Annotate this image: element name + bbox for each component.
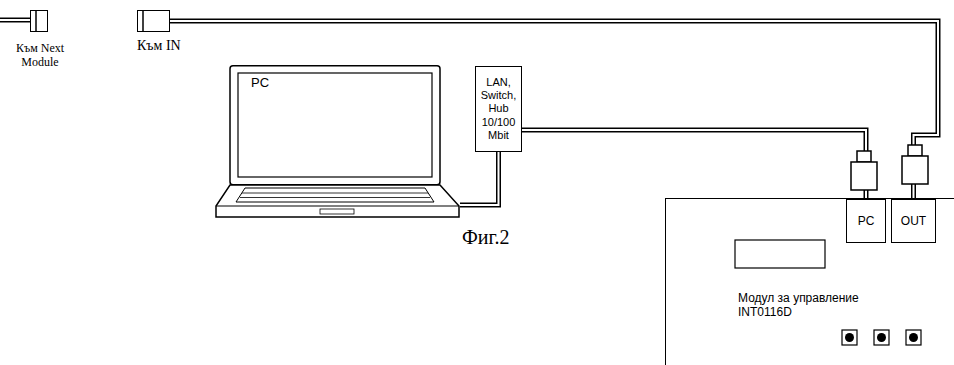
plug-strain-relief — [857, 151, 871, 162]
cable-outline — [522, 130, 866, 199]
button-dot — [877, 333, 886, 342]
port-box: PC — [846, 199, 886, 243]
display-window — [735, 240, 825, 268]
button-dot — [909, 333, 918, 342]
keyboard-row — [242, 193, 428, 194]
cable-inner — [460, 152, 499, 205]
figure-caption: Фиг.2 — [462, 226, 509, 249]
button — [906, 330, 921, 345]
keyboard-row — [240, 197, 430, 198]
button — [874, 330, 889, 345]
laptop-screen — [238, 73, 432, 177]
cable-outline — [170, 21, 938, 199]
port-label: PC — [858, 214, 875, 228]
touchpad — [320, 209, 354, 214]
cable — [522, 130, 866, 199]
connector-plug: Към Next Module — [30, 10, 48, 32]
port-box: OUT — [891, 199, 936, 243]
button-dot — [845, 333, 854, 342]
cable-inner — [522, 130, 866, 199]
node-label: Модул за управление INT0116D — [738, 291, 873, 320]
cable-outline — [0, 18, 30, 23]
laptop: PC — [215, 65, 460, 218]
cable — [460, 152, 499, 205]
port-label: OUT — [901, 214, 926, 228]
node-label: LAN, Switch, Hub 10/100 Mbit — [478, 76, 519, 142]
connector-label: Към Next Module — [10, 41, 70, 70]
cable-inner — [0, 19, 30, 21]
plug-detail — [142, 10, 144, 32]
network-switch-box: LAN, Switch, Hub 10/100 Mbit — [475, 66, 522, 152]
button — [842, 330, 857, 345]
node-label: PC — [251, 75, 311, 91]
connector-plug: Към IN — [137, 10, 170, 32]
cable-outline — [460, 152, 499, 205]
control-module-board: PC OUT Модул за управление INT0116D — [665, 198, 954, 365]
laptop-lid — [230, 66, 440, 185]
cable — [170, 21, 938, 199]
laptop-edge — [216, 205, 459, 206]
keyboard — [236, 188, 434, 202]
laptop-base — [216, 185, 459, 217]
plug-body — [851, 162, 877, 190]
cable-inner — [170, 21, 938, 199]
connector-label: Към IN — [137, 38, 197, 55]
plug-body — [902, 156, 928, 184]
plug-strain-relief — [908, 145, 922, 156]
plug-detail — [35, 10, 37, 32]
